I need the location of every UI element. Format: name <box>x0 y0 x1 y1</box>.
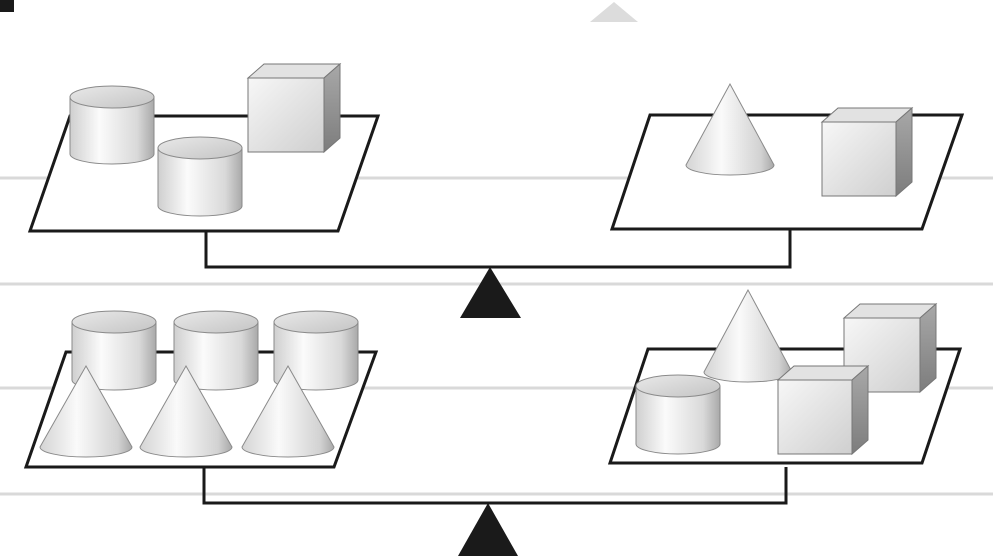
cube-shape <box>776 364 870 456</box>
cone-shape <box>685 82 775 176</box>
balance-2 <box>23 288 963 556</box>
balance-beam <box>202 467 788 505</box>
cube-shape <box>246 62 342 154</box>
cube-shape <box>820 106 914 198</box>
cone-shape <box>39 364 133 458</box>
cylinder-shape <box>71 310 157 391</box>
cylinder-shape <box>635 374 721 455</box>
top-edge-triangle-fragment <box>590 2 638 22</box>
balance-beam <box>204 230 792 269</box>
balance-1 <box>27 62 965 318</box>
fulcrum-triangle <box>460 267 521 318</box>
cylinder-shape <box>69 85 155 165</box>
corner-fragment <box>0 0 14 12</box>
cylinder-shape <box>157 136 243 217</box>
cylinder-shape <box>173 310 259 391</box>
cylinder-shape <box>273 310 359 391</box>
cone-shape <box>703 288 793 383</box>
cone-shape <box>139 364 233 458</box>
fulcrum-triangle <box>458 503 518 556</box>
cone-shape <box>241 364 335 458</box>
